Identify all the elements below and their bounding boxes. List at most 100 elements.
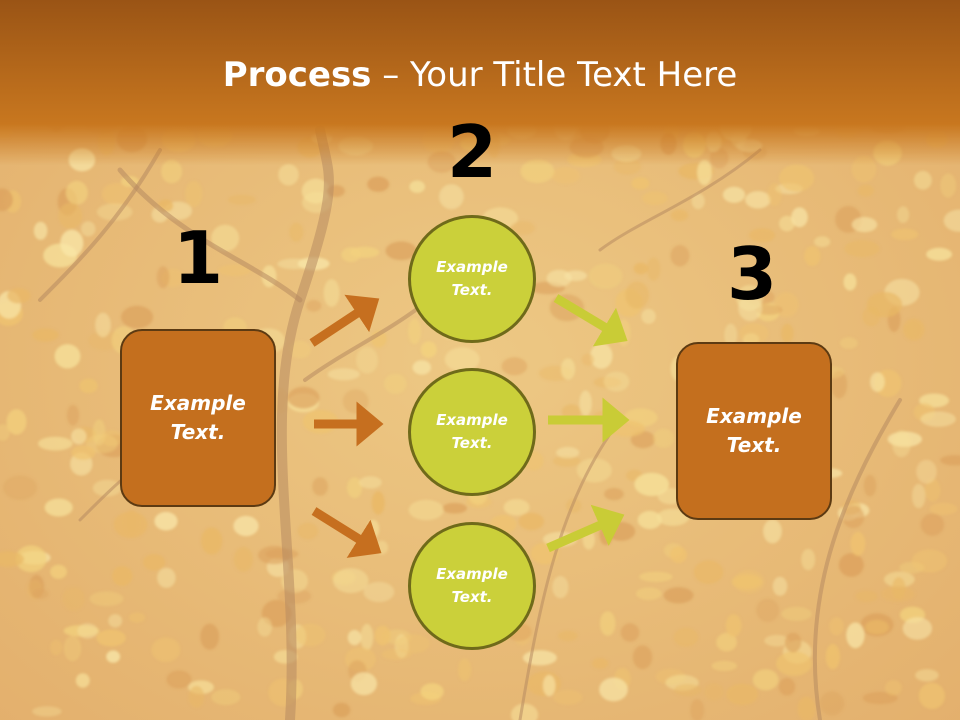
leaf-shape — [911, 549, 948, 573]
leaf-shape — [327, 368, 360, 381]
leaf-shape — [278, 164, 299, 186]
leaf-shape — [412, 360, 432, 375]
leaf-shape — [409, 180, 426, 193]
step-number-2: 2 — [446, 110, 498, 194]
leaf-shape — [673, 684, 702, 697]
leaf-shape — [634, 472, 670, 497]
leaf-shape — [60, 229, 84, 257]
leaf-shape — [227, 194, 256, 205]
leaf-shape — [897, 206, 910, 224]
title-rest: – Your Title Text Here — [371, 55, 738, 95]
leaf-shape — [503, 499, 530, 516]
leaf-shape — [458, 658, 472, 681]
leaf-shape — [233, 546, 254, 572]
leaf-shape — [642, 191, 668, 206]
leaf-shape — [913, 170, 932, 190]
leaf-shape — [356, 346, 378, 374]
leaf-shape — [870, 372, 885, 392]
leaf-shape — [779, 215, 795, 232]
leaf-shape — [670, 546, 687, 564]
left-box: Example Text. — [120, 329, 276, 507]
leaf-shape — [553, 455, 581, 467]
leaf-shape — [86, 434, 118, 454]
leaf-shape — [581, 353, 595, 366]
leaf-shape — [142, 554, 166, 571]
leaf-shape — [863, 474, 877, 497]
leaf-shape — [924, 478, 941, 502]
leaf-shape — [408, 318, 422, 345]
leaf-shape — [211, 224, 240, 252]
leaf-shape — [838, 553, 864, 577]
leaf-shape — [350, 672, 377, 696]
leaf-shape — [359, 476, 382, 489]
leaf-shape — [892, 430, 911, 458]
leaf-shape — [277, 258, 311, 270]
leaf-shape — [653, 428, 675, 448]
arrow-to-bottom-circle — [311, 507, 382, 558]
leaf-shape — [839, 337, 858, 349]
leaf-shape — [151, 637, 181, 663]
leaf-shape — [95, 312, 111, 338]
leaf-shape — [347, 477, 363, 499]
leaf-shape — [625, 281, 649, 309]
arrow-from-top-circle — [553, 294, 628, 347]
leaf-shape — [0, 551, 24, 568]
leaf-shape — [3, 475, 38, 500]
circle-bottom: Example Text. — [408, 522, 536, 650]
leaf-shape — [101, 182, 133, 206]
leaf-shape — [510, 703, 539, 720]
leaf-shape — [764, 634, 790, 647]
circle-middle: Example Text. — [408, 368, 536, 496]
leaf-shape — [592, 658, 609, 669]
leaf-shape — [551, 166, 580, 184]
leaf-shape — [442, 502, 467, 514]
leaf-shape — [124, 509, 139, 536]
leaf-shape — [829, 617, 844, 636]
leaf-shape — [89, 591, 124, 607]
leaf-shape — [44, 498, 73, 517]
leaf-shape — [693, 560, 724, 584]
right-box: Example Text. — [676, 342, 832, 520]
leaf-shape — [510, 221, 535, 235]
leaf-shape — [916, 459, 937, 484]
leaf-shape — [604, 488, 624, 501]
leaf-shape — [843, 273, 857, 291]
leaf-shape — [603, 371, 630, 392]
leaf-shape — [891, 228, 919, 241]
leaf-shape — [846, 622, 865, 649]
leaf-shape — [75, 673, 90, 688]
leaf-shape — [553, 689, 583, 706]
leaf-shape — [637, 510, 662, 530]
leaf-shape — [781, 323, 794, 343]
leaf-shape — [632, 645, 653, 670]
leaf-shape — [892, 577, 906, 600]
leaf-shape — [233, 515, 259, 537]
leaf-shape — [218, 264, 252, 277]
leaf-shape — [188, 685, 205, 708]
leaf-shape — [50, 639, 63, 656]
leaf-shape — [71, 428, 87, 445]
leaf-shape — [7, 288, 31, 304]
leaf-shape — [520, 159, 555, 183]
leaf-shape — [289, 222, 304, 242]
leaf-shape — [801, 548, 816, 571]
leaf-shape — [200, 623, 220, 650]
leaf-shape — [745, 191, 771, 209]
leaf-shape — [154, 511, 178, 531]
leaf-shape — [0, 188, 13, 212]
leaf-shape — [940, 173, 957, 198]
leaf-shape — [690, 699, 705, 720]
leaf-shape — [579, 390, 592, 417]
leaf-shape — [201, 527, 223, 555]
leaf-shape — [590, 342, 613, 369]
leaf-shape — [347, 629, 362, 646]
leaf-shape — [501, 357, 528, 376]
leaf-shape — [639, 571, 673, 582]
leaf-shape — [15, 545, 47, 573]
leaf-shape — [185, 180, 203, 208]
leaf-shape — [374, 625, 391, 646]
leaf-shape — [855, 590, 878, 603]
leaf-shape — [670, 245, 690, 267]
leaf-shape — [408, 499, 444, 521]
left-box-label: Example Text. — [150, 391, 246, 444]
